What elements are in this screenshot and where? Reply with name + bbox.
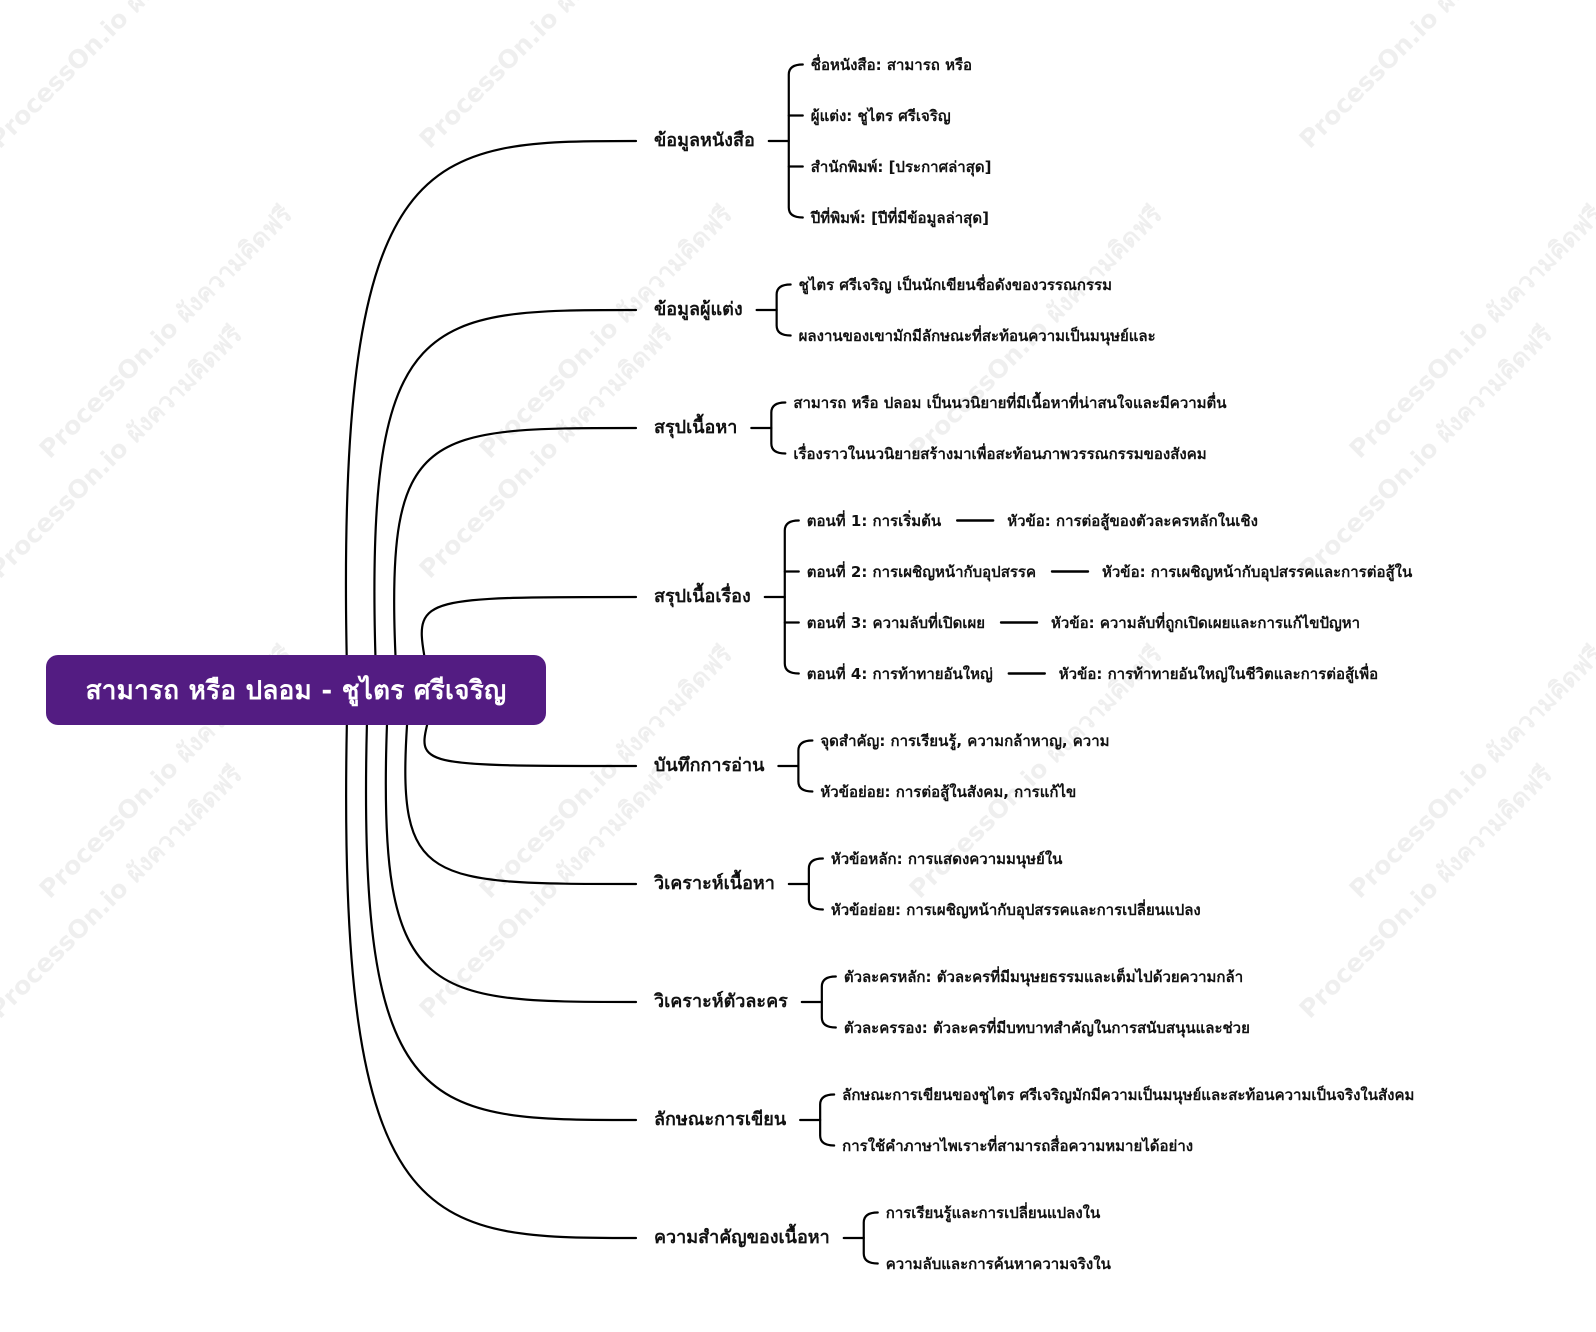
branch-topic[interactable]: ความสำคัญของเนื้อหา xyxy=(654,1227,830,1248)
child-bracket xyxy=(797,739,814,793)
subtopic-detail[interactable]: หัวข้อ: ความลับที่ถูกเปิดเผยและการแก้ไขป… xyxy=(1051,613,1361,632)
subtopic-detail[interactable]: หัวข้อ: การต่อสู้ของตัวละครหลักในเชิง xyxy=(1007,511,1258,530)
subtopic[interactable]: ชูไตร ศรีเจริญ เป็นนักเขียนชื่อดังของวรร… xyxy=(798,275,1112,294)
subtopic[interactable]: ชื่อหนังสือ: สามารถ หรือ xyxy=(810,55,973,74)
branch-connector xyxy=(423,723,638,768)
branch-topic[interactable]: สรุปเนื้อหา xyxy=(654,417,738,438)
subtopic[interactable]: ตัวละครหลัก: ตัวละครที่มีมนุษยธรรมและเต็… xyxy=(843,967,1244,986)
branch-connector xyxy=(344,139,638,657)
branch-connector xyxy=(364,723,638,1122)
branch-topic[interactable]: วิเคราะห์ตัวละคร xyxy=(654,991,788,1012)
subtopic[interactable]: ตัวละครรอง: ตัวละครที่มีบทบาทสำคัญในการส… xyxy=(843,1018,1250,1037)
subtopic[interactable]: หัวข้อหลัก: การแสดงความมนุษย์ใน xyxy=(830,849,1063,868)
subtopic[interactable]: การเรียนรู้และการเปลี่ยนแปลงใน xyxy=(885,1203,1101,1222)
subtopic[interactable]: ปีที่พิมพ์: [ปีที่มีข้อมูลล่าสุด] xyxy=(810,208,989,227)
child-bracket xyxy=(819,1093,836,1147)
branch-topic[interactable]: วิเคราะห์เนื้อหา xyxy=(654,873,775,894)
subtopic[interactable]: หัวข้อย่อย: การต่อสู้ในสังคม, การแก้ไข xyxy=(820,782,1077,801)
branch-topic[interactable]: บันทึกการอ่าน xyxy=(654,755,765,776)
child-bracket xyxy=(783,519,800,675)
branch-connector xyxy=(420,595,638,657)
subtopic-detail[interactable]: หัวข้อ: การเผชิญหน้ากับอุปสรรคและการต่อส… xyxy=(1102,562,1413,581)
child-bracket xyxy=(820,975,837,1029)
subtopic[interactable]: ตอนที่ 1: การเริ่มต้น xyxy=(806,511,942,530)
branch-topic[interactable]: ลักษณะการเขียน xyxy=(654,1109,787,1130)
subtopic[interactable]: ตอนที่ 2: การเผชิญหน้ากับอุปสรรค xyxy=(806,562,1036,581)
child-bracket xyxy=(775,283,792,337)
branch-connector xyxy=(404,723,638,886)
child-bracket xyxy=(862,1211,879,1265)
subtopic[interactable]: ผลงานของเขามักมีลักษณะที่สะท้อนความเป็นม… xyxy=(798,326,1156,345)
subtopic[interactable]: ตอนที่ 3: ความลับที่เปิดเผย xyxy=(806,613,986,632)
branch-connector xyxy=(345,723,638,1240)
branch-connector xyxy=(373,308,638,657)
branch-topic[interactable]: ข้อมูลหนังสือ xyxy=(654,130,755,151)
subtopic-detail[interactable]: หัวข้อ: การท้าทายอันใหญ่ในชีวิตและการต่อ… xyxy=(1058,664,1379,683)
subtopic[interactable]: การใช้คำภาษาไพเราะที่สามารถสื่อความหมายไ… xyxy=(842,1136,1194,1155)
subtopic[interactable]: เรื่องราวในนวนิยายสร้างมาเพื่อสะท้อนภาพว… xyxy=(793,444,1207,463)
child-bracket xyxy=(787,63,804,219)
subtopic[interactable]: ลักษณะการเขียนของชูไตร ศรีเจริญมักมีความ… xyxy=(842,1085,1415,1104)
child-bracket xyxy=(770,401,787,455)
subtopic[interactable]: ผู้แต่ง: ชูไตร ศรีเจริญ xyxy=(810,106,951,125)
subtopic[interactable]: จุดสำคัญ: การเรียนรู้, ความกล้าหาญ, ความ xyxy=(820,731,1110,750)
subtopic[interactable]: ตอนที่ 4: การท้าทายอันใหญ่ xyxy=(806,664,993,683)
subtopic[interactable]: สามารถ หรือ ปลอม เป็นนวนิยายที่มีเนื้อหา… xyxy=(793,393,1227,412)
branch-topic[interactable]: สรุปเนื้อเรื่อง xyxy=(654,586,751,607)
root-topic[interactable]: สามารถ หรือ ปลอม - ชูไตร ศรีเจริญ xyxy=(46,655,546,725)
subtopic[interactable]: หัวข้อย่อย: การเผชิญหน้ากับอุปสรรคและการ… xyxy=(830,900,1201,919)
subtopic[interactable]: สำนักพิมพ์: [ประกาศล่าสุด] xyxy=(810,157,992,176)
branch-connector xyxy=(384,723,638,1004)
child-bracket xyxy=(807,857,824,911)
branch-topic[interactable]: ข้อมูลผู้แต่ง xyxy=(654,299,743,320)
subtopic[interactable]: ความลับและการค้นหาความจริงใน xyxy=(885,1254,1111,1273)
branch-connector xyxy=(392,426,638,657)
